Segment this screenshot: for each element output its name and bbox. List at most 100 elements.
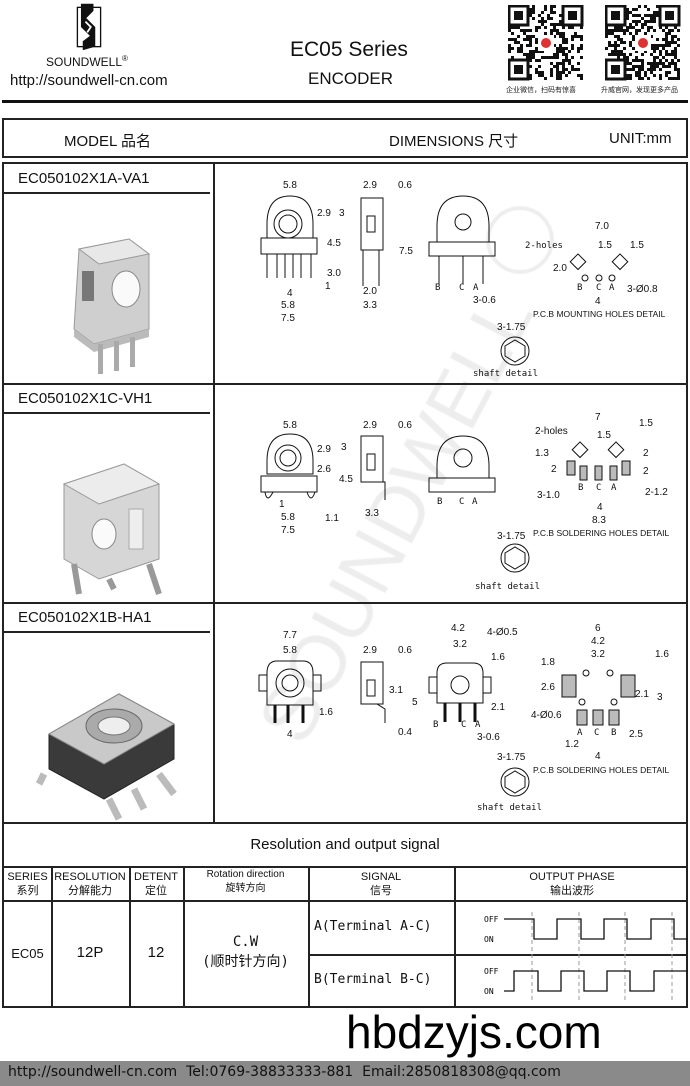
dim-label: 2-holes — [525, 241, 563, 251]
pin-label: A — [611, 483, 617, 493]
dim-label: 8.3 — [592, 515, 606, 526]
cell-rotation: C.W(顺时针方向) — [202, 934, 289, 970]
off-label: OFF — [484, 915, 499, 924]
divider — [308, 866, 310, 1008]
dim-label: 0.6 — [398, 420, 412, 431]
dim-label: 7.5 — [399, 246, 413, 257]
signal-section-title: Resolution and output signal — [250, 836, 440, 853]
divider — [4, 192, 210, 194]
dim-label: 2.0 — [553, 263, 567, 274]
dim-label: 3.1 — [389, 685, 403, 696]
dim-label: 0.6 — [398, 180, 412, 191]
dim-label: 7.0 — [595, 221, 609, 232]
footer-contact: http://soundwell-cn.com Tel:0769-3883333… — [0, 1061, 690, 1086]
product-table: EC050102X1A-VA1 EC050102X1C-VH1 EC050102… — [2, 162, 688, 1008]
dim-label: 0.6 — [398, 645, 412, 656]
model-heading: MODEL 品名 — [64, 133, 151, 150]
cell-signal-a: A(Terminal A-C) — [314, 919, 432, 934]
dim-label: 5.8 — [283, 420, 297, 431]
pin-label: C — [596, 483, 601, 493]
dim-label: 2.1 — [635, 689, 649, 700]
pin-label: B — [577, 283, 582, 293]
divider — [308, 954, 686, 956]
dim-label: 7.5 — [281, 525, 295, 536]
dim-label: 2.6 — [317, 464, 331, 475]
dim-label: 2-holes — [535, 426, 568, 437]
pin-label: B — [611, 728, 616, 738]
divider — [129, 866, 131, 1008]
dim-label: 2.6 — [541, 682, 555, 693]
dim-label: 5.8 — [281, 300, 295, 311]
dim-label: 1 — [325, 281, 331, 292]
waveform-a — [504, 918, 688, 940]
dim-label: 3 — [339, 208, 345, 219]
output-waveforms: OFF ON OFF ON — [484, 912, 688, 1002]
column-divider — [213, 164, 215, 822]
dim-label: 7.7 — [283, 630, 297, 641]
divider — [51, 866, 53, 1008]
product-type: ENCODER — [308, 69, 394, 88]
on-label: ON — [484, 987, 494, 996]
dim-label: 2 — [643, 466, 649, 477]
shaft-dim-label: 3-1.75 — [497, 752, 526, 763]
divider — [4, 822, 686, 824]
dim-label: 4.5 — [327, 238, 341, 249]
pin-label: C — [459, 283, 464, 293]
brand-name: SOUNDWELL® — [46, 54, 128, 69]
dim-label: 4.5 — [339, 474, 353, 485]
dim-label: 3-0.6 — [473, 295, 496, 306]
divider — [4, 383, 686, 385]
series-title: EC05 Series — [290, 38, 408, 61]
dim-label: 3.3 — [365, 508, 379, 519]
dim-label: 4 — [287, 729, 293, 740]
dimension-drawing-va1: 5.8 2.9 3 4.5 3.0 1 4 5.8 7.5 2.9 0.6 7.… — [260, 180, 666, 379]
dim-label: 3 — [657, 692, 663, 703]
dim-label: 2.9 — [363, 180, 377, 191]
soundwell-logo-icon — [76, 3, 102, 51]
model-name: EC050102X1C-VH1 — [18, 390, 153, 407]
header: SOUNDWELL® http://soundwell-cn.com EC05 … — [0, 0, 690, 104]
shaft-detail-label: shaft detail — [473, 369, 538, 379]
pin-label: A — [609, 283, 615, 293]
dim-label: 4 — [595, 296, 601, 307]
dim-label: 0.4 — [398, 727, 412, 738]
column-header-bar: MODEL 品名 DIMENSIONS 尺寸 UNIT:mm — [2, 118, 688, 158]
pin-label: A — [577, 728, 583, 738]
divider — [454, 866, 456, 1008]
pin-label: C — [461, 720, 466, 730]
dim-label: 3-Ø0.8 — [627, 284, 658, 295]
pin-label: B — [435, 283, 440, 293]
qr-code-wechat-icon — [508, 5, 584, 81]
dim-label: 2.0 — [363, 286, 377, 297]
shaft-detail-label: shaft detail — [475, 582, 540, 592]
dim-label: 3-0.6 — [477, 732, 500, 743]
model-name: EC050102X1A-VA1 — [18, 170, 150, 187]
dim-label: 3.2 — [591, 649, 605, 660]
dim-label: 1.5 — [597, 430, 611, 441]
dim-label: 2.5 — [629, 729, 643, 740]
dim-label: 4 — [595, 751, 601, 762]
divider — [4, 631, 210, 633]
pin-label: A — [473, 283, 479, 293]
divider — [4, 602, 686, 604]
dimension-drawing-vh1: 5.8 2.9 3 2.6 4.5 1 5.8 7.5 1.1 2.9 0.6 … — [260, 412, 669, 592]
pin-label: B — [578, 483, 583, 493]
cell-resolution: 12P — [76, 944, 104, 961]
pin-label: A — [475, 720, 481, 730]
dim-label: 1.6 — [319, 707, 333, 718]
dim-label: 2.9 — [317, 208, 331, 219]
dim-label: 1.8 — [541, 657, 555, 668]
cell-detent: 12 — [147, 944, 165, 961]
unit-label: UNIT:mm — [609, 130, 672, 147]
dim-label: 4 — [597, 502, 603, 513]
shaft-dim-label: 3-1.75 — [497, 322, 526, 333]
pin-label: C — [594, 728, 599, 738]
pin-label: B — [437, 497, 442, 507]
waveform-b — [504, 970, 688, 992]
header-website[interactable]: http://soundwell-cn.com — [10, 72, 168, 89]
cell-signal-b: B(Terminal B-C) — [314, 972, 432, 987]
qr-code-website-icon — [605, 5, 681, 81]
